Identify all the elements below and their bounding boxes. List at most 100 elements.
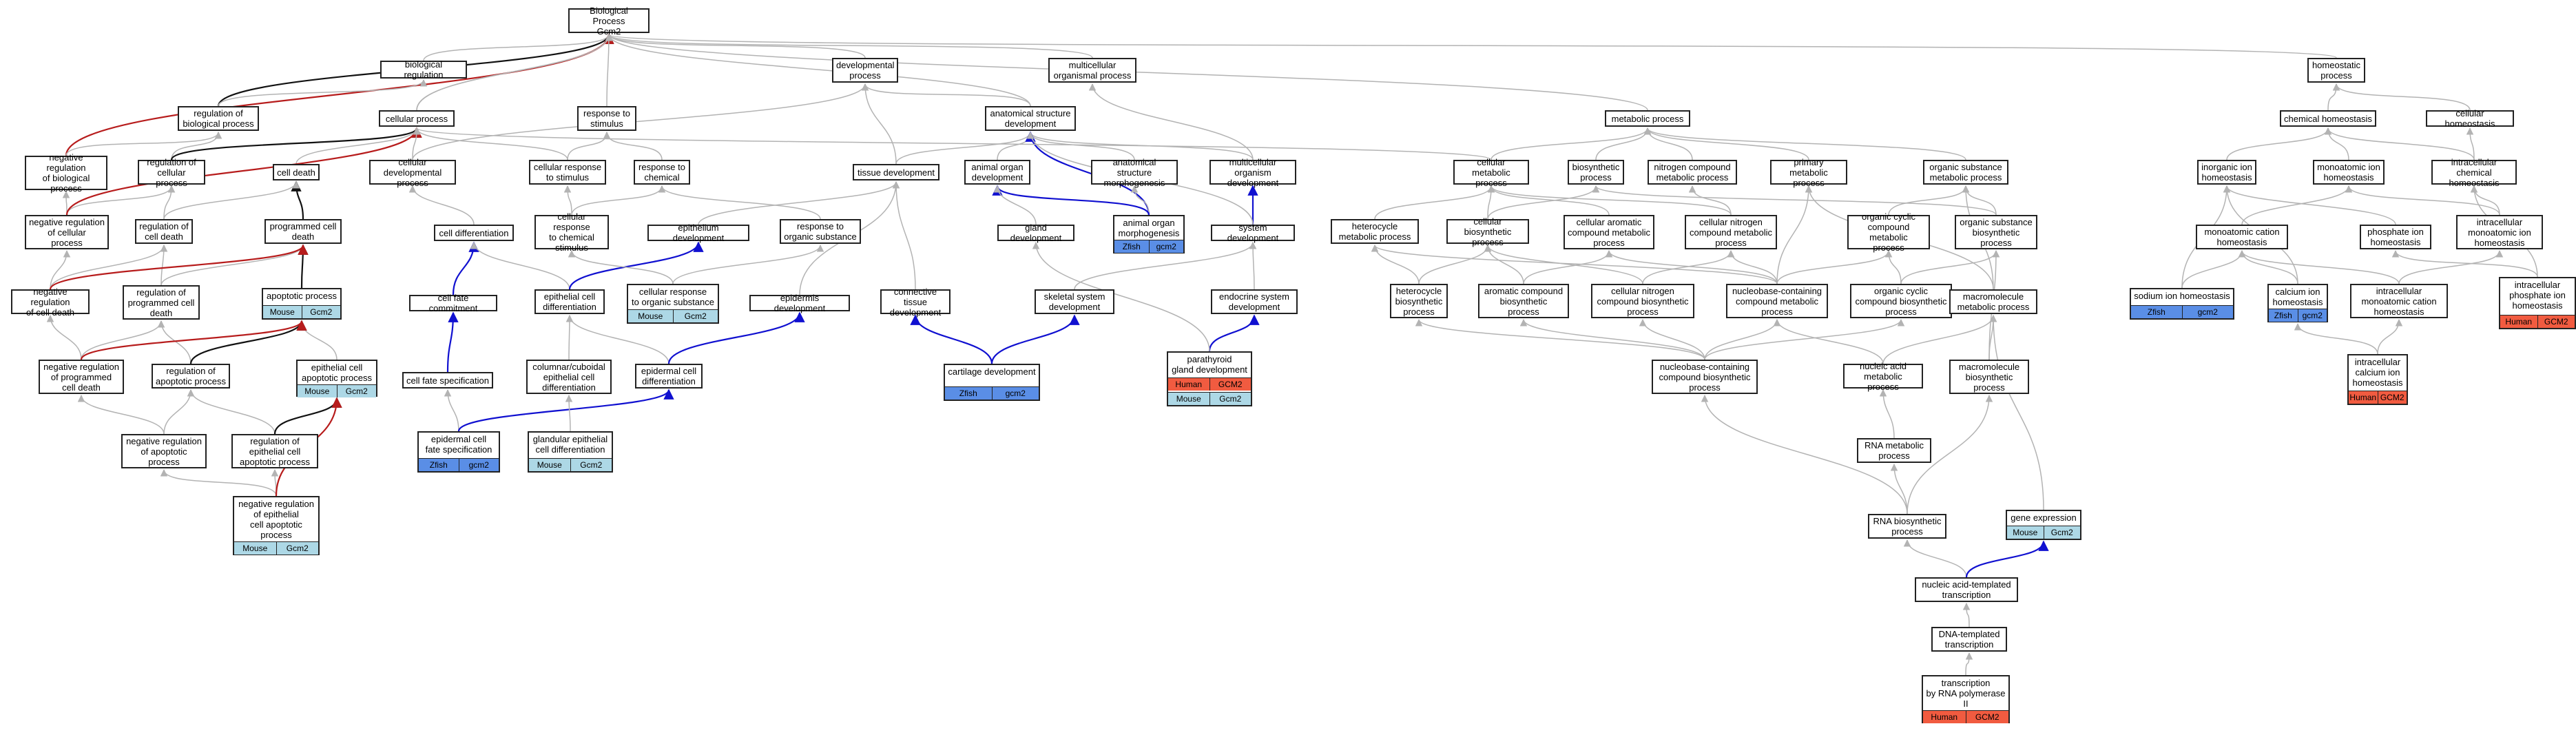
go-term-label: epithelium development bbox=[672, 222, 725, 243]
go-term-resp-chem[interactable]: response to chemical bbox=[634, 160, 690, 185]
go-term-cell-proc[interactable]: cellular process bbox=[379, 110, 455, 127]
go-term-prog-death[interactable]: programmed cell death bbox=[264, 219, 342, 244]
go-term-dna-templ[interactable]: DNA-templated transcription bbox=[1931, 627, 2007, 652]
go-term-fate-spec[interactable]: cell fate specification bbox=[402, 372, 493, 389]
go-term-resp-org[interactable]: response to organic substance bbox=[780, 219, 861, 244]
go-term-macro-metab[interactable]: macromolecule metabolic process bbox=[1949, 289, 2037, 314]
go-term-hetero-metab[interactable]: heterocycle metabolic process bbox=[1331, 219, 1419, 244]
go-term-phos-ion[interactable]: phosphate ion homeostasis bbox=[2360, 225, 2431, 249]
go-term-gland-epith[interactable]: glandular epithelial cell differentiatio… bbox=[528, 431, 613, 473]
go-term-nitro-biosyn[interactable]: cellular nitrogen compound biosynthetic … bbox=[1591, 284, 1694, 318]
go-term-conn-tissue[interactable]: connective tissue development bbox=[880, 287, 951, 318]
go-term-nitro-metab[interactable]: nitrogen compound metabolic process bbox=[1648, 160, 1737, 185]
go-term-metab[interactable]: metabolic process bbox=[1605, 110, 1690, 127]
go-term-tissue-dev[interactable]: tissue development bbox=[853, 164, 939, 180]
go-term-reg-cell[interactable]: regulation of cellular process bbox=[138, 157, 205, 188]
go-term-biosyn[interactable]: biosynthetic process bbox=[1568, 160, 1624, 185]
go-term-prim-metab[interactable]: primary metabolic process bbox=[1770, 157, 1847, 188]
go-term-cell-resp[interactable]: cellular response to stimulus bbox=[529, 160, 606, 185]
go-term-rna-metab[interactable]: RNA metabolic process bbox=[1857, 438, 1931, 463]
go-term-homeo-proc[interactable]: homeostatic process bbox=[2307, 58, 2365, 83]
go-term-label: nitrogen compound metabolic process bbox=[1654, 162, 1731, 183]
go-term-nuc-biosyn[interactable]: nucleobase-containing compound biosynthe… bbox=[1652, 360, 1758, 394]
go-term-cell-nitro[interactable]: cellular nitrogen compound metabolic pro… bbox=[1685, 215, 1777, 249]
go-term-fate-commit[interactable]: cell fate commitment bbox=[409, 293, 497, 313]
go-term-epith-dev[interactable]: epithelium development bbox=[647, 222, 749, 243]
go-term-nuc-templ[interactable]: nucleic acid-templated transcription bbox=[1915, 577, 2018, 602]
go-term-neg-reg-cd[interactable]: negative regulation of cell death bbox=[11, 287, 90, 318]
go-term-dev-proc[interactable]: developmental process bbox=[832, 58, 898, 83]
go-term-intra-chem[interactable]: intracellular chemical homeostasis bbox=[2431, 157, 2517, 188]
go-term-bp[interactable]: Biological Process Gcm2 bbox=[568, 6, 650, 37]
go-term-cell-resp-chem[interactable]: cellular response to chemical stimulus bbox=[534, 211, 609, 253]
go-term-resp-stim[interactable]: response to stimulus bbox=[577, 106, 636, 131]
go-term-intra-mono-cation[interactable]: intracellular monoatomic cation homeosta… bbox=[2350, 284, 2448, 318]
go-term-cell-biosyn[interactable]: cellular biosynthetic process bbox=[1446, 216, 1529, 247]
go-term-cell-death[interactable]: cell death bbox=[273, 164, 320, 180]
edge-cell-dev-to-dev-proc bbox=[412, 83, 869, 161]
go-term-nuc-metab[interactable]: nucleobase-containing compound metabolic… bbox=[1726, 284, 1828, 318]
go-term-mono-cation[interactable]: monoatomic cation homeostasis bbox=[2196, 225, 2288, 249]
go-term-anat-dev[interactable]: anatomical structure development bbox=[985, 106, 1076, 131]
go-term-cell-arom[interactable]: cellular aromatic compound metabolic pro… bbox=[1564, 215, 1654, 249]
go-term-hetero-biosyn[interactable]: heterocycle biosynthetic process bbox=[1390, 284, 1448, 318]
go-term-org-sub-metab[interactable]: organic substance metabolic process bbox=[1923, 160, 2008, 185]
go-term-anat-morph[interactable]: anatomical structure morphogenesis bbox=[1091, 157, 1178, 188]
go-term-cell-dev[interactable]: cellular developmental process bbox=[369, 157, 456, 188]
go-term-reg-apop[interactable]: regulation of apoptotic process bbox=[152, 364, 230, 389]
go-term-arom-biosyn[interactable]: aromatic compound biosynthetic process bbox=[1478, 284, 1569, 318]
go-term-sys-dev[interactable]: system development bbox=[1211, 222, 1295, 243]
go-term-rna-biosyn[interactable]: RNA biosynthetic process bbox=[1868, 514, 1946, 539]
go-term-multi-org[interactable]: multicellular organismal process bbox=[1048, 58, 1136, 83]
go-term-monoatomic-ion[interactable]: monoatomic ion homeostasis bbox=[2313, 160, 2385, 185]
go-term-reg-prog[interactable]: regulation of programmed cell death bbox=[123, 285, 200, 320]
go-term-macro-biosyn[interactable]: macromolecule biosynthetic process bbox=[1949, 360, 2029, 394]
go-term-animal-organ[interactable]: animal organ development bbox=[964, 160, 1030, 185]
go-term-epith-diff[interactable]: epithelial cell differentiation bbox=[534, 289, 605, 314]
go-term-neg-reg-epith[interactable]: negative regulation of epithelial cell a… bbox=[233, 496, 320, 555]
go-term-org-sub-biosyn[interactable]: organic substance biosynthetic process bbox=[1955, 215, 2037, 249]
edge-neg-reg-cd-to-neg-reg-cell bbox=[50, 249, 71, 290]
go-term-skel-dev[interactable]: skeletal system development bbox=[1035, 289, 1114, 314]
go-term-reg-cell-death[interactable]: regulation of cell death bbox=[135, 219, 193, 244]
edge-intra-mono-cation-to-mono-cation bbox=[2238, 249, 2400, 284]
go-term-org-cyc-metab[interactable]: organic cyclic compound metabolic proces… bbox=[1847, 211, 1930, 253]
go-term-inorg-ion[interactable]: inorganic ion homeostasis bbox=[2197, 160, 2256, 185]
go-term-neg-reg-prog[interactable]: negative regulation of programmed cell d… bbox=[39, 360, 124, 394]
edge-cell-biosyn-to-biosyn bbox=[1487, 185, 1600, 220]
go-term-neg-reg-cell[interactable]: negative regulation of cellular process bbox=[25, 215, 109, 249]
go-term-col-cub[interactable]: columnar/cuboidal epithelial cell differ… bbox=[526, 360, 612, 394]
go-term-multi-dev[interactable]: multicellular organism development bbox=[1209, 157, 1296, 188]
go-term-chem-homeo[interactable]: chemical homeostasis bbox=[2280, 110, 2376, 127]
go-term-reg-epith-apop[interactable]: regulation of epithelial cell apoptotic … bbox=[231, 434, 318, 468]
go-term-label: heterocycle biosynthetic process bbox=[1395, 285, 1443, 317]
go-term-endo-dev[interactable]: endocrine system development bbox=[1211, 289, 1298, 314]
go-term-neg-reg-apop[interactable]: negative regulation of apoptotic process bbox=[121, 434, 207, 468]
go-term-cell-metab[interactable]: cellular metabolic process bbox=[1453, 157, 1529, 188]
go-term-gland-dev[interactable]: gland development bbox=[997, 222, 1074, 243]
go-term-org-cyc-biosyn[interactable]: organic cyclic compound biosynthetic pro… bbox=[1850, 284, 1952, 318]
go-term-cell-diff[interactable]: cell differentiation bbox=[434, 225, 514, 241]
edge-epid-diff-to-epid-dev bbox=[667, 311, 805, 364]
go-term-reg-bio[interactable]: regulation of biological process bbox=[178, 106, 259, 131]
go-term-bio-reg[interactable]: biological regulation bbox=[380, 59, 467, 80]
go-term-epid-dev[interactable]: epidermis development bbox=[749, 293, 850, 313]
go-term-intra-mono-ion[interactable]: intracellular monoatomic ion homeostasis bbox=[2456, 215, 2543, 249]
go-term-nucleic-metab[interactable]: nucleic acid metabolic process bbox=[1843, 361, 1923, 392]
go-term-epid-diff[interactable]: epidermal cell differentiation bbox=[635, 364, 703, 389]
go-term-neg-reg-bio[interactable]: negative regulation of biological proces… bbox=[25, 152, 107, 194]
go-term-cell-homeo[interactable]: cellular homeostasis bbox=[2426, 108, 2514, 129]
